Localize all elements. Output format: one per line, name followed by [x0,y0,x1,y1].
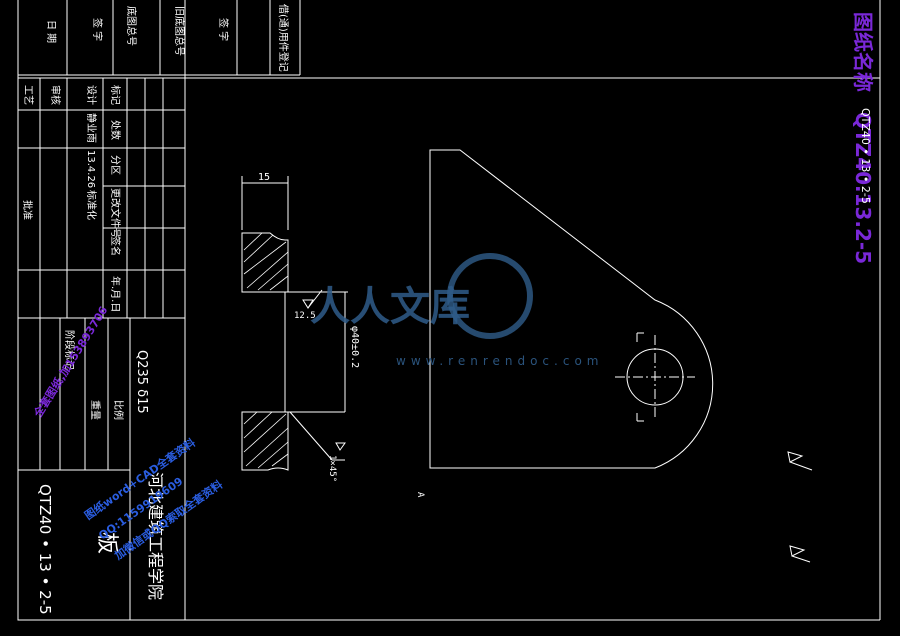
design-date: 13.4.26 [85,150,96,188]
right-stamp-code: QTZ40.13.2-5 [851,112,875,264]
process-label: 工艺 [22,85,34,105]
dim-roughness: 12.5 [294,311,316,321]
mass-label: 重量 [89,400,102,420]
material-spec: Q235 δ15 [134,350,149,414]
date-label: 年.月.日 [109,276,122,312]
count-label: 处数 [109,120,122,140]
rotated-code: QTZ40 • 13 • 2-5 [859,108,872,204]
dim-thickness: 15 [258,172,270,183]
header-sign: 签 字 [91,18,104,41]
scale-label: 比例 [112,400,125,420]
roughness-symbols [787,451,813,563]
designer-name: 静业雨 [85,113,98,143]
standard-label: 标准化 [85,190,98,220]
plate-outline [429,149,714,469]
change-file-label: 更改文件号 [109,188,122,238]
watermark-url: www.renrendoc.com [396,354,603,368]
design-label: 设计 [85,85,98,105]
header-old-base-no: 旧底图总号 [173,6,186,56]
header-sign-2: 签 字 [217,18,230,41]
approve-label: 批准 [21,200,34,220]
dim-chamfer: 1×45° [327,455,337,482]
watermark-text: 人人文库 [310,284,470,330]
school-name: 河北建筑工程学院 [146,472,165,600]
watermark: 人人文库 www.renrendoc.com [310,253,603,368]
dim-hole-diameter: φ40±0.2 [349,326,360,368]
view-mark: A [415,492,425,498]
title-block [17,77,186,621]
right-stamp-label: 图纸名称 [851,12,875,92]
drawing-code: QTZ40 • 13 • 2-5 [36,484,54,615]
review-label: 审核 [49,85,62,105]
header-strip: 日 期 签 字 底图总号 旧底图总号 签 字 借(通)用件登记 [45,4,290,72]
signature-label: 签名 [109,236,122,256]
title-block-labels: 工艺 审核 批准 标记 处数 分区 更改文件号 签名 年.月.日 设计 静业雨 … [21,85,165,615]
mark-label: 标记 [109,85,121,105]
drawing-frame [17,0,881,621]
section-view [241,176,348,471]
header-date: 日 期 [45,20,57,43]
zone-label: 分区 [109,155,121,175]
header-borrow: 借(通)用件登记 [277,4,290,72]
header-base-no: 底图总号 [125,6,138,46]
part-name: 板 [94,532,119,554]
stage-label: 阶段标记 [63,330,76,370]
